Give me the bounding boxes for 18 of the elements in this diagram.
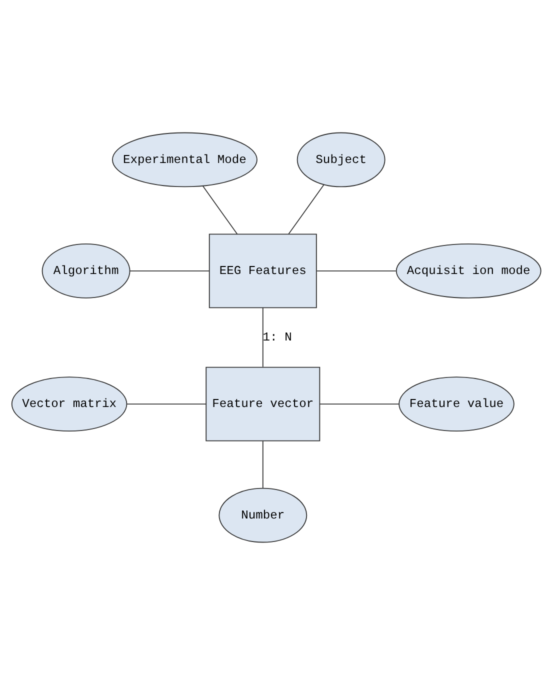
node-box: EEG Features bbox=[208, 234, 317, 308]
connector bbox=[202, 186, 238, 234]
connector bbox=[316, 270, 396, 272]
node-ellipse: Experimental Mode bbox=[112, 132, 258, 188]
node-ellipse: Acquisit ion mode bbox=[396, 244, 542, 298]
node-ellipse: Vector matrix bbox=[11, 376, 128, 432]
node-ellipse: Feature value bbox=[398, 376, 514, 432]
node-ellipse: Number bbox=[218, 488, 308, 543]
connector bbox=[262, 307, 264, 368]
connector bbox=[262, 440, 264, 488]
node-box: Feature vector bbox=[206, 366, 320, 442]
connector bbox=[129, 270, 210, 272]
node-ellipse: Algorithm bbox=[42, 244, 130, 298]
connector bbox=[126, 404, 206, 405]
connector bbox=[288, 184, 324, 234]
node-ellipse: Subject bbox=[296, 132, 386, 188]
connector bbox=[320, 404, 400, 405]
edge-label: 1: N bbox=[262, 330, 292, 345]
